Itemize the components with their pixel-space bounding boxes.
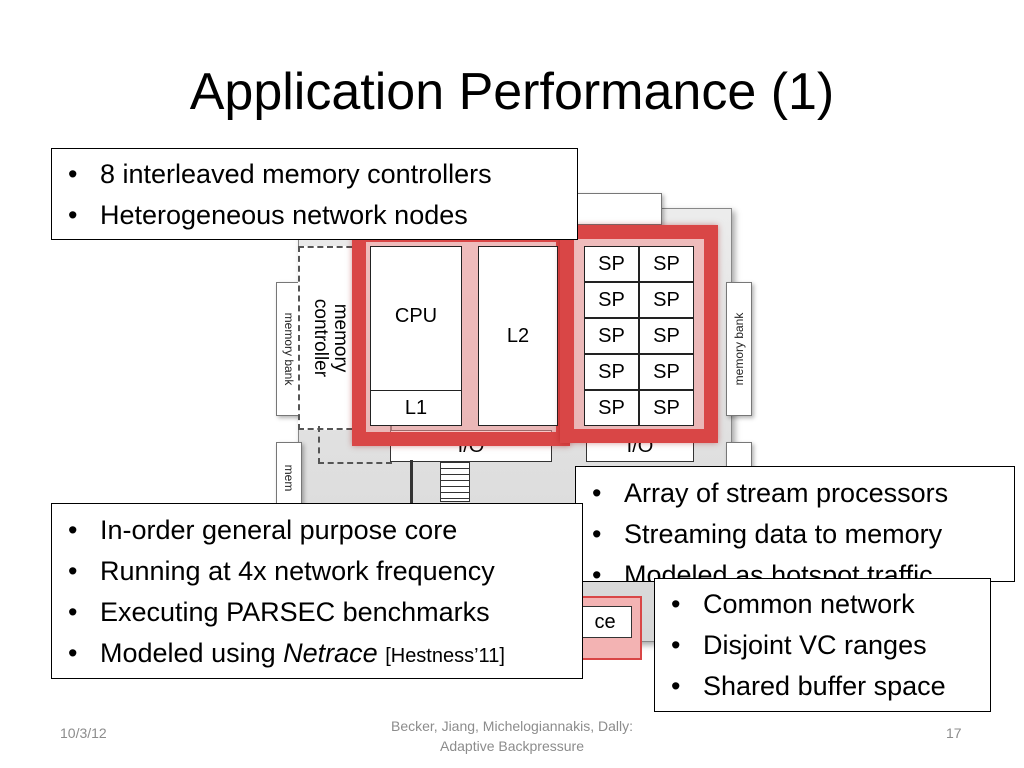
callout-item: Running at 4x network frequency (52, 551, 582, 592)
sp-cell: SP (584, 318, 639, 354)
callout-item: Executing PARSEC benchmarks (52, 592, 582, 633)
sp-cell: SP (584, 390, 639, 426)
memory-controller-label: memory controller (310, 298, 351, 378)
sp-cell: SP (639, 246, 694, 282)
citation: [Hestness’11] (385, 645, 505, 667)
callout-item: Disjoint VC ranges (655, 625, 990, 666)
footer-authors: Becker, Jiang, Michelogiannakis, Dally: (390, 718, 633, 734)
sp-cell: SP (639, 282, 694, 318)
footer-credit: Becker, Jiang, Michelogiannakis, Dally: … (330, 716, 694, 756)
memory-bank-partial-label: mem (282, 464, 296, 492)
memory-bank-left: memory bank (276, 282, 302, 416)
callout-item: Modeled as hotspot traffic (576, 555, 1014, 581)
ce-block: ce (578, 606, 632, 638)
callout-item: 8 interleaved memory controllers (52, 154, 577, 195)
memory-bank-left-lower: mem (276, 442, 302, 514)
callout-item: Shared buffer space (655, 666, 990, 707)
footer-talk-title: Adaptive Backpressure (440, 738, 584, 754)
sp-cell: SP (584, 354, 639, 390)
memory-bank-right: memory bank (726, 282, 752, 416)
callout-memory: 8 interleaved memory controllers Heterog… (51, 148, 578, 240)
memory-controller: memory controller (298, 246, 362, 430)
footer-page-number: 17 (946, 725, 962, 741)
footer-date: 10/3/12 (60, 725, 107, 741)
callout-item: Modeled using Netrace [Hestness’11] (52, 633, 582, 677)
memory-bank-label: memory bank (732, 312, 746, 386)
callout-network: Common network Disjoint VC ranges Shared… (654, 578, 991, 712)
callout-stream: Array of stream processors Streaming dat… (575, 466, 1015, 582)
callout-item: Array of stream processors (576, 473, 1014, 514)
sp-cell: SP (639, 318, 694, 354)
sp-cell: SP (584, 282, 639, 318)
memory-bank-label: memory bank (282, 312, 296, 386)
callout-item: Streaming data to memory (576, 514, 1014, 555)
callout-cpu: In-order general purpose core Running at… (51, 503, 583, 679)
netrace-emphasis: Netrace (283, 638, 378, 668)
cpu-block: CPU (370, 246, 462, 392)
l2-label: L2 (506, 324, 530, 347)
callout-item: In-order general purpose core (52, 510, 582, 551)
buffer-stack (440, 462, 470, 502)
l1-block: L1 (370, 390, 462, 426)
sp-cell: SP (639, 390, 694, 426)
callout-item: Heterogeneous network nodes (52, 195, 577, 236)
slide-title: Application Performance (1) (189, 63, 835, 121)
router-wire (410, 460, 413, 506)
callout-item: Common network (655, 584, 990, 625)
cpu-label: CPU (394, 305, 438, 327)
sp-cell: SP (584, 246, 639, 282)
l2-block: L2 (478, 246, 558, 426)
l1-label: L1 (404, 396, 428, 419)
sp-cell: SP (639, 354, 694, 390)
